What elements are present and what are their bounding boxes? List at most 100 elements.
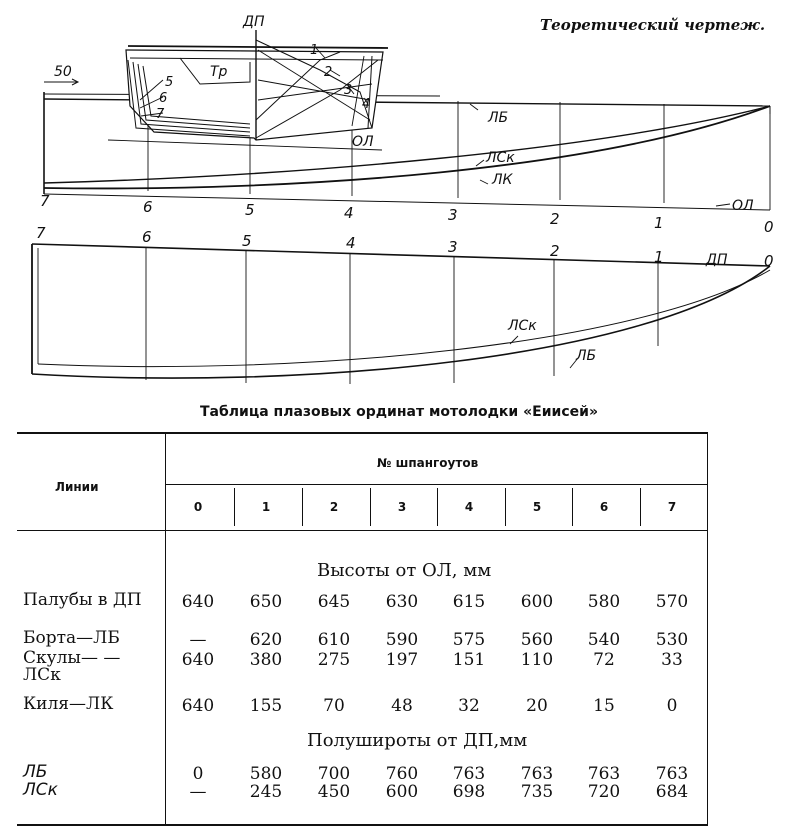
plan-center-line bbox=[31, 243, 771, 267]
document-title: Теоретический чертеж. bbox=[540, 16, 766, 34]
table-cell: 110 bbox=[520, 650, 554, 670]
table-cell: 763 bbox=[655, 764, 689, 784]
column-header: 2 bbox=[329, 500, 339, 514]
body-plan-number: 6 bbox=[159, 91, 167, 106]
column-header: 1 bbox=[261, 500, 271, 514]
table-cell: 610 bbox=[317, 630, 351, 650]
body-plan-number: 3 bbox=[344, 83, 352, 98]
table-cell: 763 bbox=[520, 764, 554, 784]
profile-chine-line bbox=[43, 105, 771, 184]
table-cell: 650 bbox=[249, 592, 283, 612]
profile-station-number: 0 bbox=[764, 218, 774, 236]
label-dp-plan: ДП bbox=[705, 252, 728, 268]
table-cell: 630 bbox=[385, 592, 419, 612]
table-cell: 155 bbox=[249, 696, 283, 716]
body-plan-number: 5 bbox=[165, 75, 173, 90]
frames-header: № шпангоутов bbox=[377, 456, 479, 470]
body-plan bbox=[107, 30, 389, 151]
column-header: 4 bbox=[464, 500, 474, 514]
label-transom: Тр bbox=[210, 64, 228, 80]
table-cell: 600 bbox=[385, 782, 419, 802]
table-cell: 640 bbox=[181, 592, 215, 612]
profile-station-number: 4 bbox=[344, 204, 354, 222]
plan-station-lines bbox=[145, 247, 659, 384]
profile-station-number: 7 bbox=[40, 192, 50, 210]
profile-station-number: 1 bbox=[654, 214, 664, 232]
section-half-breadths: Полуширoты от ДП,мм bbox=[307, 730, 528, 751]
plan-station-number: 2 bbox=[550, 242, 560, 260]
profile-keel-line bbox=[43, 105, 771, 190]
table-cell: 684 bbox=[655, 782, 689, 802]
body-plan-number: 7 bbox=[156, 107, 165, 122]
table-cell: 645 bbox=[317, 592, 351, 612]
table-cell: 20 bbox=[526, 696, 548, 716]
label-fifty: 50 bbox=[54, 64, 72, 80]
section-heights: Высоты от ОЛ, мм bbox=[317, 560, 492, 581]
lines-header: Линии bbox=[55, 480, 99, 494]
column-header: 7 bbox=[667, 500, 677, 514]
table-cell: 33 bbox=[661, 650, 683, 670]
label-ol-profile: ОЛ bbox=[732, 198, 754, 214]
table-cell: 197 bbox=[385, 650, 419, 670]
label-ol-body: ОЛ bbox=[352, 134, 374, 150]
label-lsk-profile: ЛСк bbox=[485, 150, 515, 166]
table-cell: 151 bbox=[452, 650, 486, 670]
table-cell: 15 bbox=[593, 696, 615, 716]
plan-station-number: 7 bbox=[36, 224, 46, 242]
table-cell: 640 bbox=[181, 696, 215, 716]
table-cell: 540 bbox=[587, 630, 621, 650]
table-cell: 275 bbox=[317, 650, 351, 670]
table-cell: 720 bbox=[587, 782, 621, 802]
table-cell: 640 bbox=[181, 650, 215, 670]
table-cell: 0 bbox=[192, 764, 204, 784]
table-cell: — bbox=[189, 630, 207, 650]
table-cell: 245 bbox=[249, 782, 283, 802]
table-cell: 760 bbox=[385, 764, 419, 784]
plan-sheer-line bbox=[31, 265, 771, 379]
table-cell: 590 bbox=[385, 630, 419, 650]
column-header: 5 bbox=[532, 500, 542, 514]
table-cell: — bbox=[189, 782, 207, 802]
row-label: ЛСк bbox=[23, 780, 58, 800]
label-lk-profile: ЛК bbox=[491, 172, 514, 188]
table-cell: 450 bbox=[317, 782, 351, 802]
plan-station-number: 4 bbox=[346, 234, 356, 252]
plan-station-number: 1 bbox=[654, 248, 664, 266]
table-cell: 570 bbox=[655, 592, 689, 612]
profile-station-number: 6 bbox=[143, 198, 153, 216]
plan-station-number: 3 bbox=[448, 238, 458, 256]
plan-chine-line bbox=[37, 269, 771, 368]
row-label: Борта—ЛБ bbox=[23, 628, 120, 648]
row-label: ЛБ bbox=[23, 762, 48, 782]
table-cell: 580 bbox=[249, 764, 283, 784]
row-label: Палубы в ДП bbox=[23, 590, 142, 610]
table-title: Таблица плазовых ординат мотолодки «Еиис… bbox=[200, 404, 598, 420]
plan-station-number: 5 bbox=[242, 232, 252, 250]
table-cell: 72 bbox=[593, 650, 615, 670]
table-cell: 620 bbox=[249, 630, 283, 650]
body-plan-number: 1 bbox=[310, 43, 318, 58]
plan-station-number: 6 bbox=[142, 228, 152, 246]
table-cell: 380 bbox=[249, 650, 283, 670]
table-cell: 48 bbox=[391, 696, 413, 716]
column-header: 0 bbox=[193, 500, 203, 514]
table-cell: 735 bbox=[520, 782, 554, 802]
offsets-table: Линии № шпангоутов 0 1 2 3 4 5 6 7 Высот… bbox=[17, 432, 708, 826]
column-header: 6 bbox=[599, 500, 609, 514]
row-label: Скулы— —ЛСк bbox=[23, 648, 121, 685]
table-cell: 600 bbox=[520, 592, 554, 612]
table-cell: 698 bbox=[452, 782, 486, 802]
body-plan-number: 4 bbox=[362, 97, 370, 112]
body-plan-number: 2 bbox=[324, 65, 332, 80]
profile-station-number: 3 bbox=[448, 206, 458, 224]
table-cell: 0 bbox=[666, 696, 678, 716]
table-cell: 70 bbox=[323, 696, 345, 716]
table-cell: 700 bbox=[317, 764, 351, 784]
table-cell: 615 bbox=[452, 592, 486, 612]
table-cell: 763 bbox=[587, 764, 621, 784]
lines-drawing: ДП Тр ОЛ 50 ЛБ ЛСк ЛК ОЛ ДП ЛСк ЛБ 1 2 3… bbox=[31, 14, 774, 384]
column-header: 3 bbox=[397, 500, 407, 514]
table-cell: 530 bbox=[655, 630, 689, 650]
table-cell: 763 bbox=[452, 764, 486, 784]
table-cell: 575 bbox=[452, 630, 486, 650]
